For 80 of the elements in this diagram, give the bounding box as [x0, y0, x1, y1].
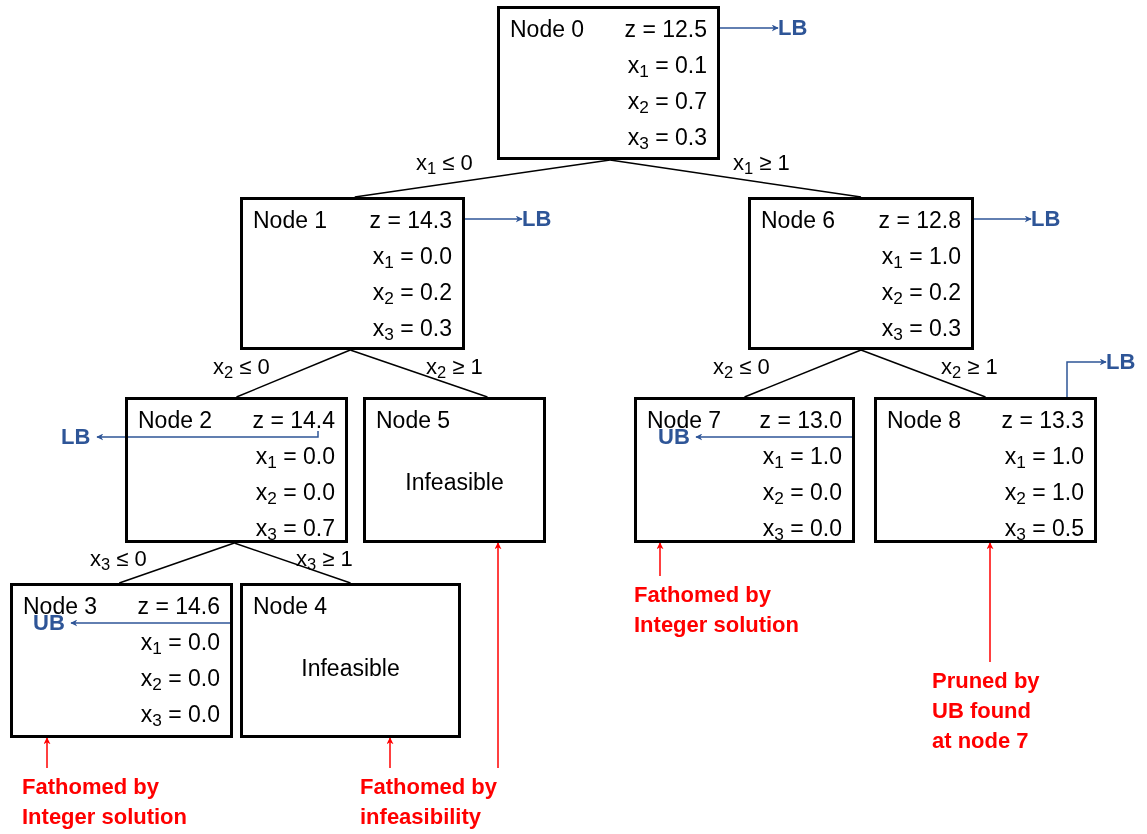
annotation-text: Fathomed by Integer solution	[22, 772, 214, 832]
variable-value: x$_{3}$ = 0.3	[627, 123, 707, 151]
objective-value: z = 12.5	[624, 15, 707, 43]
node-box	[363, 397, 546, 543]
node-title: Node 4	[253, 592, 328, 620]
edge-label: x$_{2}$ ≥ 1	[426, 354, 483, 380]
objective-value: z = 14.4	[252, 406, 335, 434]
bound-label: LB	[522, 206, 552, 232]
node-title: Node 0	[510, 15, 585, 43]
node-box	[497, 6, 720, 160]
edge-label: x$_{2}$ ≥ 1	[941, 354, 998, 380]
bound-label: LB	[1031, 206, 1061, 232]
bound-label: LB	[1106, 349, 1136, 375]
edge-label: x$_{1}$ ≥ 1	[733, 150, 790, 176]
branch-line	[609, 159, 862, 198]
bound-label: LB	[778, 15, 808, 41]
arrow	[386, 737, 394, 769]
variable-value: x$_{1}$ = 0.0	[255, 442, 335, 470]
branch-line	[743, 349, 862, 398]
variable-value: x$_{1}$ = 1.0	[881, 242, 961, 270]
variable-value: x$_{2}$ = 0.2	[372, 278, 452, 306]
node-box	[634, 397, 855, 543]
node-box	[10, 583, 233, 738]
arrow	[494, 542, 502, 769]
objective-value: z = 14.3	[369, 206, 452, 234]
node-box	[125, 397, 348, 543]
arrow	[973, 215, 1032, 223]
status-text: Infeasible	[300, 654, 401, 682]
edge-label: x$_{2}$ ≤ 0	[213, 354, 270, 380]
bound-label: LB	[61, 424, 91, 450]
variable-value: x$_{1}$ = 0.0	[372, 242, 452, 270]
branch-line	[349, 349, 489, 398]
variable-value: x$_{2}$ = 0.0	[140, 664, 220, 692]
variable-value: x$_{2}$ = 0.0	[762, 478, 842, 506]
arrow	[464, 215, 523, 223]
node-box	[240, 583, 461, 738]
variable-value: x$_{3}$ = 0.3	[881, 314, 961, 342]
variable-value: x$_{1}$ = 1.0	[1004, 442, 1084, 470]
edge-label: x$_{1}$ ≤ 0	[416, 150, 473, 176]
node-box	[874, 397, 1097, 543]
variable-value: x$_{3}$ = 0.0	[140, 700, 220, 728]
arrow	[719, 24, 779, 32]
annotation-text: Fathomed by Integer solution	[634, 580, 826, 640]
variable-value: x$_{1}$ = 1.0	[762, 442, 842, 470]
variable-value: x$_{1}$ = 0.1	[627, 51, 707, 79]
arrow	[1066, 358, 1107, 398]
node-title: Node 5	[376, 406, 451, 434]
edge-label: x$_{3}$ ≤ 0	[90, 546, 147, 572]
annotation-text: Pruned by UB found at node 7	[932, 666, 1056, 756]
node-title: Node 1	[253, 206, 328, 234]
objective-value: z = 12.8	[878, 206, 961, 234]
variable-value: x$_{3}$ = 0.5	[1004, 514, 1084, 542]
status-text: Infeasible	[404, 468, 505, 496]
edge-label: x$_{2}$ ≤ 0	[713, 354, 770, 380]
branch-line	[235, 349, 351, 398]
annotation-text: Fathomed by infeasibility	[360, 772, 522, 832]
variable-value: x$_{2}$ = 0.2	[881, 278, 961, 306]
node-title: Node 8	[887, 406, 962, 434]
variable-value: x$_{3}$ = 0.3	[372, 314, 452, 342]
arrow	[656, 542, 664, 577]
variable-value: x$_{2}$ = 0.0	[255, 478, 335, 506]
branch-line	[118, 542, 235, 584]
node-box	[240, 197, 465, 350]
arrow	[986, 542, 994, 663]
node-box	[748, 197, 974, 350]
variable-value: x$_{1}$ = 0.0	[140, 628, 220, 656]
variable-value: x$_{3}$ = 0.0	[762, 514, 842, 542]
objective-value: z = 13.0	[759, 406, 842, 434]
branch-line	[233, 542, 352, 584]
arrow	[43, 737, 51, 769]
variable-value: x$_{2}$ = 1.0	[1004, 478, 1084, 506]
objective-value: z = 14.6	[137, 592, 220, 620]
arrow	[96, 430, 319, 441]
branch-line	[860, 349, 987, 398]
variable-value: x$_{2}$ = 0.7	[627, 87, 707, 115]
node-title: Node 6	[761, 206, 836, 234]
node-title: Node 2	[138, 406, 213, 434]
variable-value: x$_{3}$ = 0.7	[255, 514, 335, 542]
branch-line	[354, 159, 611, 198]
objective-value: z = 13.3	[1001, 406, 1084, 434]
